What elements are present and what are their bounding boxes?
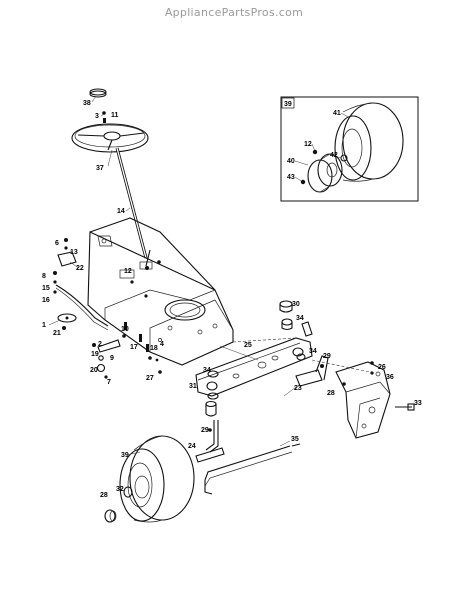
part-label: 12 [124,268,132,275]
part-label: 4 [160,341,164,348]
left-linkage-parts [53,238,162,379]
wheel-inset: 39 [280,96,419,202]
part-label: 8 [42,273,46,280]
part-label: 28 [327,390,335,397]
part-label: 24 [188,443,196,450]
axle-bushings [205,300,313,417]
part-label: 3 [95,113,99,120]
part-label: 29 [201,427,209,434]
part-label: 34 [296,315,304,322]
part-label: 33 [414,400,422,407]
part-label: 11 [111,112,119,119]
steering-wheel-assembly [71,88,149,259]
part-label: 12 [304,141,312,148]
inset-label: 39 [284,101,292,108]
part-label: 34 [309,348,317,355]
part-label: 26 [378,364,386,371]
part-number-labels: 38 3 11 37 14 39 41 12 42 40 43 6 13 22 … [42,100,422,499]
left-spindle-and-tie-rod [195,420,301,495]
part-label: 41 [333,110,341,117]
front-tire [104,435,195,523]
part-label: 6 [55,240,59,247]
part-label: 18 [150,345,158,352]
part-label: 1 [42,322,46,329]
right-spindle-and-bracket [295,355,415,439]
part-label: 15 [42,285,50,292]
main-frame [87,217,234,366]
part-label: 2 [98,341,102,348]
part-label: 10 [121,326,129,333]
part-label: 21 [53,330,61,337]
part-label: 38 [83,100,91,107]
leader-lines [48,95,351,456]
site-watermark: AppliancePartsPros.com [164,6,304,19]
part-label: 39 [121,452,129,459]
part-label: 13 [70,249,78,256]
part-label: 20 [90,367,98,374]
part-label: 30 [292,301,300,308]
part-label: 36 [386,374,394,381]
part-label: 35 [291,436,299,443]
part-label: 32 [116,486,124,493]
part-label: 25 [244,342,252,349]
part-label: 14 [117,208,125,215]
part-label: 23 [294,385,302,392]
part-label: 16 [42,297,50,304]
part-label: 22 [76,265,84,272]
part-label: 42 [330,152,338,159]
part-label: 37 [96,165,104,172]
part-label: 28 [100,492,108,499]
part-label: 19 [91,351,99,358]
part-label: 31 [189,383,197,390]
part-label: 34 [203,367,211,374]
part-label: 29 [323,353,331,360]
part-label: 40 [287,158,295,165]
front-axle [195,337,313,397]
part-label: 9 [110,355,114,362]
part-label: 17 [130,344,138,351]
part-label: 43 [287,174,295,181]
part-label: 27 [146,375,154,382]
part-label: 7 [107,379,111,386]
